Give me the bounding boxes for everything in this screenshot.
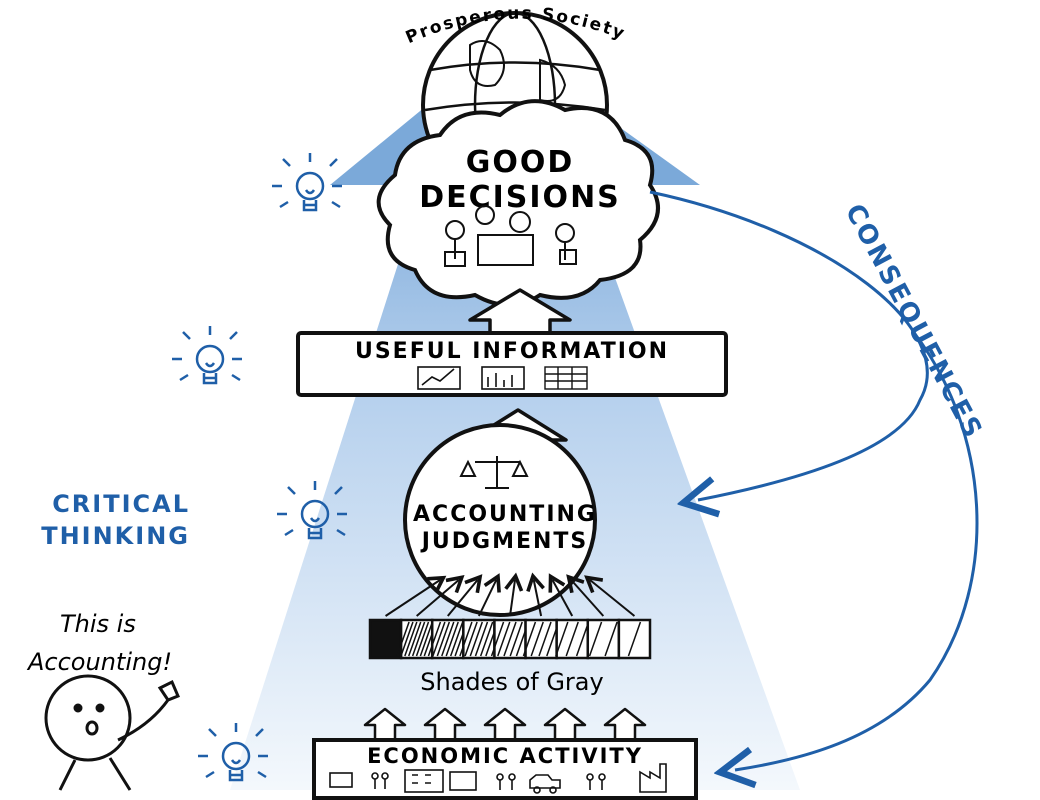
useful-information-box: USEFUL INFORMATION [296, 331, 728, 397]
speech-line1: This is [60, 610, 136, 638]
good-decisions-cloud: GOOD DECISIONS [376, 99, 660, 307]
useful-information-label: USEFUL INFORMATION [355, 339, 669, 364]
lightbulb-icon [172, 326, 242, 385]
arrow-up-to-decisions [468, 288, 572, 335]
critical-thinking-line2: THINKING [41, 522, 190, 550]
shades-to-judgments-arrows [385, 572, 636, 617]
lightbulb-icon [272, 153, 342, 212]
lightbulb-icon [198, 723, 268, 782]
good-decisions-line2: DECISIONS [419, 180, 621, 215]
people-group-icon [444, 205, 577, 267]
good-decisions-line1: GOOD [466, 145, 575, 180]
judgment-arrow [385, 575, 447, 617]
judgment-arrow [477, 573, 501, 617]
activity-up-arrows [363, 707, 647, 740]
gray-segment [396, 618, 437, 660]
gray-segment [522, 618, 560, 660]
lightbulb-icon [277, 481, 347, 540]
gray-segment [555, 618, 590, 660]
economic-activity-box: ECONOMIC ACTIVITY [312, 738, 698, 800]
accounting-judgments-line2: JUDGMENTS [420, 529, 589, 554]
accounting-judgments-node: ACCOUNTING JUDGMENTS [403, 423, 597, 617]
economy-scene-icons [329, 763, 667, 794]
bar-chart-icon [481, 366, 525, 390]
table-icon [544, 366, 588, 390]
critical-thinking-line1: CRITICAL [52, 490, 190, 518]
balance-scale-icon [459, 456, 529, 489]
line-chart-icon [417, 366, 461, 390]
accounting-judgments-line1: ACCOUNTING [413, 502, 597, 527]
gray-segment [459, 618, 499, 660]
consequences-label: CONSEQUENCES [839, 199, 988, 444]
shades-of-gray-bar [368, 618, 652, 660]
shades-of-gray-label: Shades of Gray [420, 668, 603, 696]
stick-figure [44, 674, 180, 791]
judgment-arrow [526, 572, 545, 617]
consequences-arrows [649, 190, 979, 770]
judgment-arrow [548, 573, 574, 617]
speech-line2: Accounting! [26, 648, 172, 676]
judgment-arrow [584, 575, 636, 617]
judgment-arrow [566, 574, 605, 617]
gray-segment [368, 618, 403, 660]
gray-segment [617, 618, 652, 660]
gray-segment [586, 618, 621, 660]
judgment-arrow [504, 572, 524, 617]
economic-activity-label: ECONOMIC ACTIVITY [367, 744, 643, 768]
judgment-arrow [447, 574, 483, 617]
judgment-arrow [416, 575, 465, 617]
gray-segment [490, 618, 530, 660]
